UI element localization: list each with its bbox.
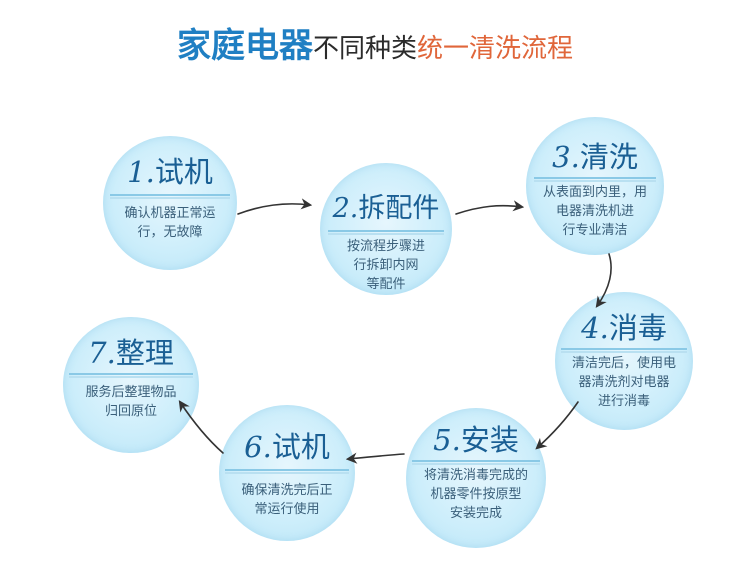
arrow-1-to-2 [237, 198, 313, 215]
step-divider [69, 373, 193, 375]
step-desc-line: 进行消毒 [597, 394, 650, 409]
step-description: 确认机器正常运 行，无故障 [103, 204, 237, 242]
step-label: 整理 [115, 336, 174, 370]
title-part-1: 家庭电器 [176, 26, 313, 66]
page-title: 家庭电器不同种类统一清洗流程 [0, 24, 750, 71]
step-label: 试机 [271, 430, 330, 464]
step-number: 7. [88, 336, 116, 370]
step-description: 从表面到内里，用 电器清洗机进 行专业清洁 [526, 183, 664, 240]
step-desc-line: 清洁完后，使用电 [571, 356, 676, 371]
step-desc-line: 器清洗剂对电器 [578, 375, 670, 390]
step-title: 3.清洗 [526, 139, 664, 175]
step-circle-1: 1.试机 确认机器正常运 行，无故障 [103, 136, 237, 270]
step-number: 6. [244, 430, 272, 464]
step-description: 确保清洗完后正 常运行使用 [219, 481, 355, 519]
arrow-2-to-3 [455, 200, 525, 215]
step-desc-line: 机器零件按原型 [430, 487, 522, 502]
step-title: 1.试机 [103, 154, 237, 190]
step-title: 7.整理 [63, 335, 199, 371]
title-part-3: 统一清洗流程 [417, 34, 574, 64]
step-divider [328, 230, 444, 232]
step-desc-line: 电器清洗机进 [555, 204, 634, 219]
step-desc-line: 将清洗消毒完成的 [423, 468, 528, 483]
step-divider [225, 469, 349, 471]
step-circle-3: 3.清洗 从表面到内里，用 电器清洗机进 行专业清洁 [526, 117, 664, 255]
step-label: 清洗 [579, 140, 638, 174]
step-title: 4.消毒 [555, 310, 693, 346]
arrow-4-to-5 [535, 401, 579, 450]
step-description: 按流程步骤进 行拆卸内网 等配件 [320, 237, 452, 294]
step-title: 2.拆配件 [320, 191, 452, 227]
step-desc-line: 确认机器正常运 [124, 206, 216, 221]
step-description: 将清洗消毒完成的 机器零件按原型 安装完成 [406, 466, 546, 523]
step-label: 消毒 [608, 311, 667, 345]
step-title: 6.试机 [219, 429, 355, 465]
step-description: 清洁完后，使用电 器清洗剂对电器 进行消毒 [555, 354, 693, 411]
arrow-5-to-6 [345, 452, 405, 464]
step-desc-line: 归回原位 [104, 404, 157, 419]
step-circle-7: 7.整理 服务后整理物品 归回原位 [63, 317, 199, 453]
step-desc-line: 服务后整理物品 [85, 385, 177, 400]
step-desc-line: 行，无故障 [137, 225, 203, 240]
step-divider [534, 177, 656, 179]
step-desc-line: 常运行使用 [254, 502, 320, 517]
step-number: 1. [127, 155, 155, 189]
step-label: 试机 [154, 155, 213, 189]
step-divider [412, 460, 540, 462]
step-label: 安装 [460, 423, 519, 457]
step-desc-line: 按流程步骤进 [346, 239, 425, 254]
step-desc-line: 行专业清洁 [562, 223, 628, 238]
step-desc-line: 安装完成 [449, 506, 502, 521]
step-number: 2. [332, 193, 359, 224]
step-number: 3. [552, 140, 580, 174]
arrow-6-to-7 [178, 400, 224, 454]
step-label: 拆配件 [358, 193, 440, 224]
step-circle-2: 2.拆配件 按流程步骤进 行拆卸内网 等配件 [320, 163, 452, 295]
step-desc-line: 行拆卸内网 [353, 258, 419, 273]
step-desc-line: 从表面到内里，用 [542, 185, 647, 200]
step-description: 服务后整理物品 归回原位 [63, 383, 199, 421]
step-circle-6: 6.试机 确保清洗完后正 常运行使用 [219, 405, 355, 541]
step-desc-line: 等配件 [366, 277, 406, 292]
title-part-2: 不同种类 [312, 34, 417, 64]
step-number: 4. [581, 311, 609, 345]
step-desc-line: 确保清洗完后正 [241, 483, 333, 498]
step-circle-4: 4.消毒 清洁完后，使用电 器清洗剂对电器 进行消毒 [555, 292, 693, 430]
step-divider [561, 348, 687, 350]
arrow-3-to-4 [595, 253, 612, 308]
step-number: 5. [433, 423, 461, 457]
step-divider [110, 194, 230, 196]
step-circle-5: 5.安装 将清洗消毒完成的 机器零件按原型 安装完成 [406, 408, 546, 548]
step-title: 5.安装 [406, 422, 546, 458]
